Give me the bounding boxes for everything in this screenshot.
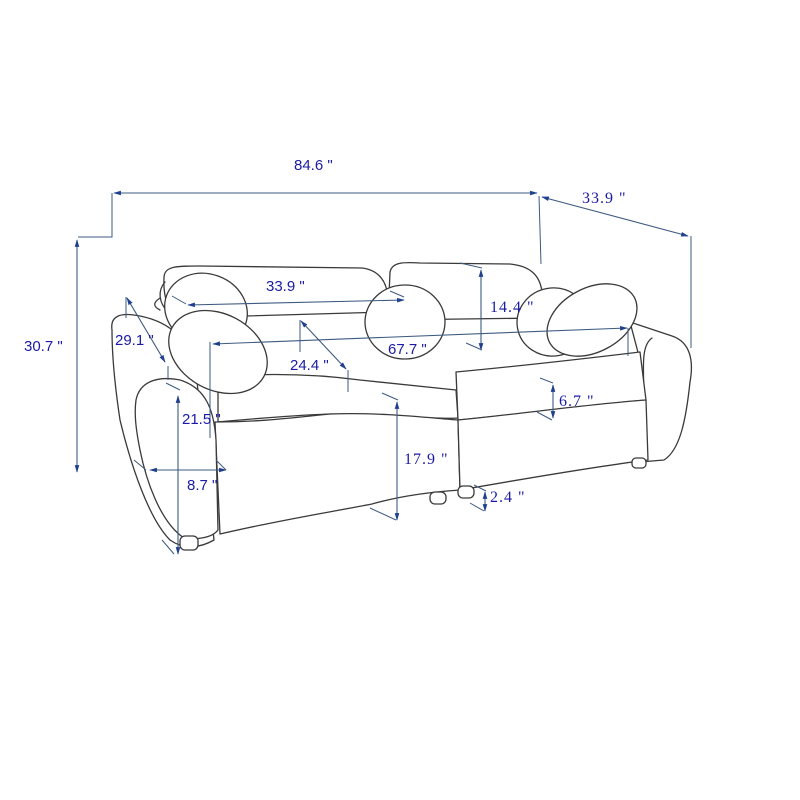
label-overall-width: 84.6 ": [294, 157, 333, 174]
arm-left-front: [134, 377, 219, 540]
label-seat-width: 67.7 ": [388, 341, 427, 358]
label-arm-width: 8.7 ": [187, 477, 218, 494]
label-overall-depth: 33.9 ": [582, 190, 627, 207]
label-leg-height: 2.4 ": [490, 489, 526, 506]
label-arm-height: 21.5 ": [182, 411, 221, 428]
label-seat-height: 17.9 ": [404, 451, 449, 468]
leg-front-middle-b: [457, 485, 475, 499]
leg-front-left: [179, 535, 199, 551]
base-front-left: [214, 412, 461, 535]
leg-front-middle-a: [429, 491, 447, 505]
label-seat-depth: 24.4 ": [290, 357, 329, 374]
leg-right: [631, 457, 647, 469]
base-front-right: [457, 399, 649, 491]
dimension-lines: [74, 190, 692, 555]
label-back-cushion-height: 14.4 ": [490, 299, 535, 316]
label-arm-depth: 29.1 ": [115, 332, 154, 349]
label-back-cushion-width: 33.9 ": [266, 278, 305, 295]
label-overall-height: 30.7 ": [24, 338, 63, 355]
label-seat-cushion-thickness: 6.7 ": [559, 393, 595, 410]
